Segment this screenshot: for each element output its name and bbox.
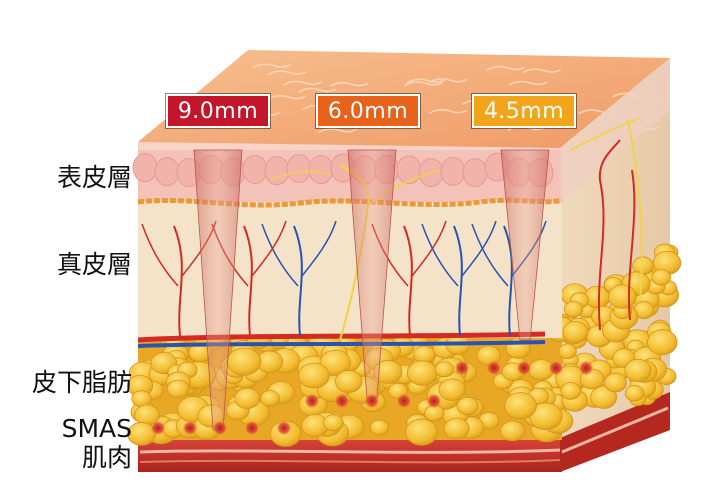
skin-texture-line bbox=[406, 78, 446, 84]
thermal-focus-points bbox=[150, 360, 594, 436]
skin-texture-line bbox=[283, 80, 322, 86]
label-subcutaneous-fat: 皮下脂肪 bbox=[31, 368, 132, 397]
skin-texture-line bbox=[267, 70, 307, 76]
fat-cell bbox=[298, 362, 330, 389]
label-muscle: 肌肉 bbox=[81, 443, 132, 472]
depth-tag-4-5mm: 4.5mm bbox=[471, 93, 577, 129]
skin-texture-line bbox=[298, 87, 337, 93]
fat-cell bbox=[560, 382, 582, 400]
thermal-focus-dot bbox=[182, 420, 198, 436]
thermal-focus-dot bbox=[150, 420, 166, 436]
epidermis-cell bbox=[308, 155, 334, 185]
epidermis-cell bbox=[440, 156, 466, 186]
nerve-fiber bbox=[627, 119, 643, 301]
fat-cell bbox=[558, 343, 577, 360]
artery bbox=[137, 331, 546, 343]
epidermis-cell bbox=[286, 154, 312, 184]
fat-cell bbox=[647, 329, 678, 356]
fat-cell bbox=[590, 385, 618, 409]
thermal-focus-dot bbox=[454, 360, 470, 376]
skin-texture-line bbox=[329, 81, 369, 87]
fat-cell bbox=[563, 300, 584, 318]
fat-cell bbox=[443, 417, 470, 440]
thermal-focus-dot bbox=[244, 420, 260, 436]
fat-cell bbox=[131, 390, 152, 408]
skin-texture-line bbox=[508, 80, 548, 86]
muscle-layer bbox=[138, 438, 562, 472]
fat-cell bbox=[323, 414, 344, 432]
fat-cell bbox=[369, 419, 390, 436]
thermal-focus-dot bbox=[276, 420, 292, 436]
epidermis-cell bbox=[396, 155, 422, 185]
fat-cell bbox=[456, 396, 479, 416]
fat-cell bbox=[624, 384, 645, 402]
thermal-focus-dot bbox=[516, 360, 532, 376]
fat-cell bbox=[434, 361, 455, 378]
epidermis-cell bbox=[264, 156, 290, 186]
thermal-focus-dot bbox=[212, 420, 228, 436]
skin-texture-line bbox=[252, 63, 292, 69]
fat-cell bbox=[406, 360, 438, 386]
skin-texture-line bbox=[267, 94, 307, 100]
thermal-focus-dot bbox=[548, 360, 564, 376]
muscle-stripe bbox=[139, 459, 561, 464]
capillary-branch bbox=[261, 220, 337, 337]
skin-texture-line bbox=[522, 68, 562, 74]
fat-cell bbox=[651, 269, 671, 286]
skin-texture-line bbox=[428, 78, 468, 84]
fat-cell bbox=[334, 370, 363, 393]
epidermis-cell bbox=[154, 157, 180, 187]
skin-texture-line bbox=[486, 65, 525, 71]
muscle-stripe bbox=[139, 448, 561, 454]
vein bbox=[137, 340, 546, 348]
ultrasound-beam bbox=[500, 149, 550, 341]
fat-cell bbox=[405, 418, 439, 446]
thermal-focus-dot bbox=[578, 360, 594, 376]
fat-cell bbox=[500, 420, 525, 442]
thermal-focus-dot bbox=[334, 393, 350, 409]
epidermis-cell bbox=[132, 153, 158, 183]
fat-cell bbox=[227, 347, 262, 376]
depth-tag-6mm: 6.0mm bbox=[315, 93, 421, 129]
capillary-branch bbox=[421, 220, 497, 337]
ultrasound-beams bbox=[193, 149, 550, 431]
label-smas: SMAS bbox=[61, 414, 132, 443]
thermal-focus-dot bbox=[364, 393, 380, 409]
nerve-fiber bbox=[269, 170, 331, 181]
label-epidermis: 表皮層 bbox=[56, 163, 132, 192]
thermal-focus-dot bbox=[426, 393, 442, 409]
fat-cell bbox=[624, 358, 652, 382]
epidermis-cell bbox=[462, 158, 488, 188]
capillary-branch bbox=[627, 169, 636, 321]
fat-cell bbox=[166, 379, 190, 399]
fat-cell bbox=[319, 349, 351, 376]
muscle-side bbox=[560, 392, 670, 472]
epidermis-cell bbox=[242, 155, 268, 185]
capillaries bbox=[141, 139, 636, 337]
fat-cell bbox=[438, 378, 466, 401]
fat-cell bbox=[608, 284, 637, 309]
depth-tag-9mm: 9.0mm bbox=[165, 93, 271, 129]
label-dermis: 真皮層 bbox=[56, 250, 132, 279]
fat-cell bbox=[604, 372, 627, 393]
fat-cell bbox=[260, 390, 281, 407]
fat-cell bbox=[562, 320, 589, 344]
thermal-focus-dot bbox=[304, 393, 320, 409]
fat-cell bbox=[504, 392, 537, 420]
nerve-fiber bbox=[569, 117, 641, 151]
skin-texture-line bbox=[404, 81, 443, 87]
skin-texture-line bbox=[318, 128, 357, 134]
thermal-focus-dot bbox=[396, 393, 412, 409]
skin-texture-line bbox=[428, 109, 468, 114]
thermal-focus-dot bbox=[486, 360, 502, 376]
fat-cell bbox=[234, 387, 261, 409]
capillary-branch bbox=[597, 139, 621, 331]
